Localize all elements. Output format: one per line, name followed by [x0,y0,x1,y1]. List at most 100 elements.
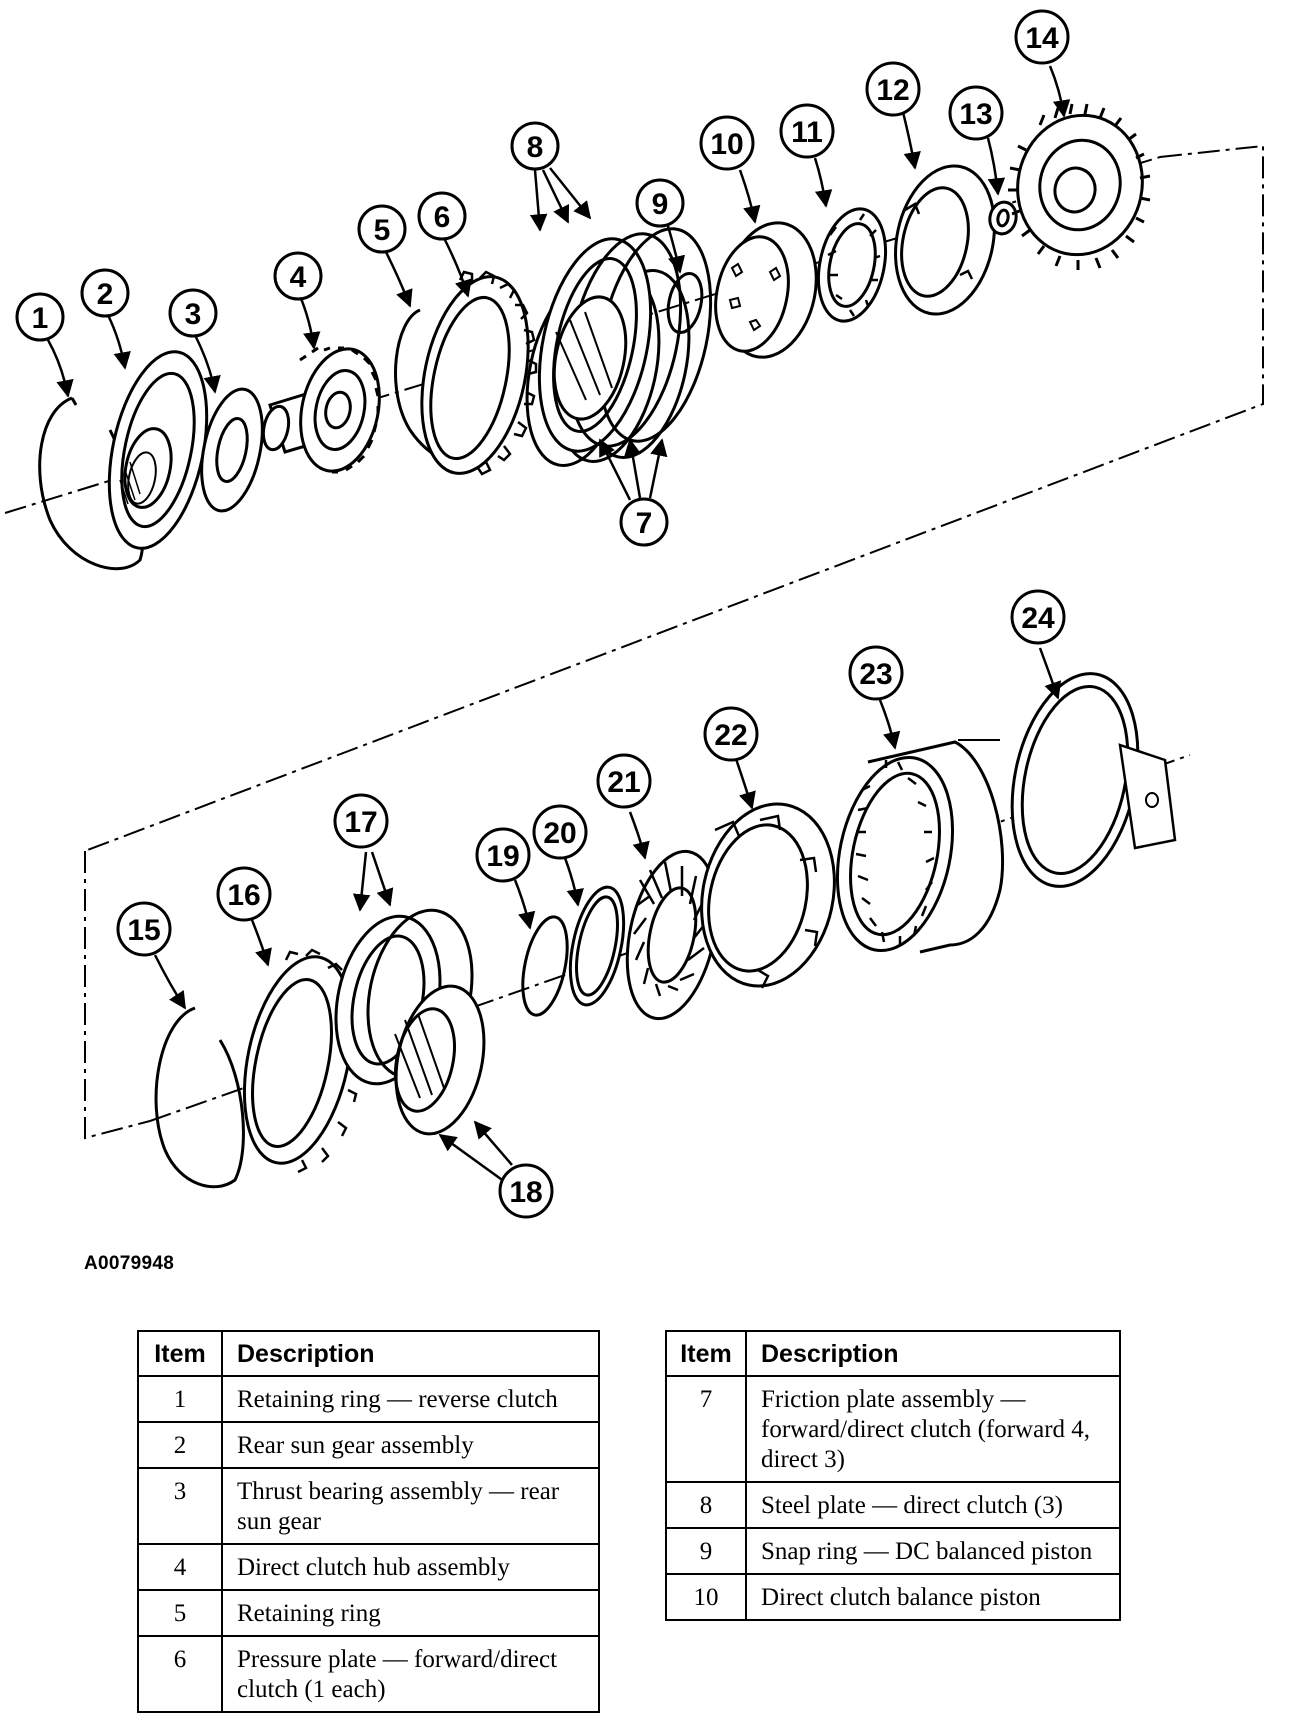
leader-16 [250,919,272,967]
callout-13: 13 [948,85,1004,141]
callout-label-18: 18 [509,1176,542,1209]
callout-12: 12 [865,61,921,117]
part-19-snap-ring [521,915,569,1017]
row-description: Pressure plate — forward/direct clutch (… [221,1635,600,1713]
row-description: Retaining ring [221,1589,600,1637]
part-24-band [1010,672,1177,888]
part-12-piston [894,164,996,316]
leader-7a [598,438,632,501]
leader-15 [153,954,187,1010]
callout-label-19: 19 [486,840,519,873]
part-18-friction-plates [394,984,486,1136]
axis-connector-left [84,851,151,1140]
callout-21: 21 [596,753,652,809]
callout-14: 14 [1014,9,1070,65]
leader-18b [473,1120,513,1166]
header-item: Item [137,1330,223,1377]
callout-label-10: 10 [710,128,743,161]
leader-24 [1038,647,1062,700]
callout-6: 6 [417,191,467,241]
row-description: Thrust bearing assembly — rear sun gear [221,1467,600,1545]
callout-5: 5 [357,204,407,254]
part-23-drum [835,739,1004,954]
callout-label-2: 2 [97,278,114,311]
callout-label-24: 24 [1021,602,1055,635]
axis-connector-right [84,144,1264,852]
callout-label-22: 22 [714,719,747,752]
leader-6 [443,239,472,298]
part-6-pressure-plate [420,270,538,476]
callout-label-16: 16 [227,879,260,912]
callout-label-11: 11 [791,116,823,149]
callout-16: 16 [216,866,272,922]
leader-22 [733,755,756,810]
leader-17a [352,851,371,912]
callout-label-20: 20 [543,817,576,850]
row-description: Snap ring — DC balanced piston [745,1527,1121,1575]
leader-5 [383,249,413,308]
callout-label-7: 7 [636,507,653,540]
leader-20 [563,857,584,907]
callout-17: 17 [333,793,389,849]
row-item: 6 [137,1635,223,1713]
leader-9 [666,225,686,274]
callout-9: 9 [635,178,685,228]
part-13-washer [988,200,1018,236]
callout-label-4: 4 [290,261,307,294]
leader-11 [813,157,833,208]
callout-7: 7 [619,497,669,547]
figure-id: A0079948 [84,1253,175,1274]
lower-parts [154,672,1177,1189]
upper-parts [38,103,1151,571]
callout-label-13: 13 [959,98,992,131]
leader-3 [193,334,221,394]
row-item: 7 [665,1375,747,1483]
row-description: Direct clutch hub assembly [221,1543,600,1591]
row-item: 5 [137,1589,223,1637]
leader-8b [541,169,570,224]
header-item: Item [665,1330,747,1377]
leader-4 [298,295,321,350]
leader-8a [529,169,548,232]
exploded-view-diagram: 1 2 3 4 5 6 7 8 9 10 11 12 13 14 15 16 1… [4,9,1264,1219]
leader-18a [438,1133,506,1184]
callouts: 1 2 3 4 5 6 7 8 9 10 11 12 13 14 15 16 1… [15,9,1070,1219]
leader-14 [1048,65,1071,118]
leader-12 [900,107,921,170]
callout-label-17: 17 [344,806,377,839]
leader-2 [106,314,131,370]
leader-arrows [46,65,1071,1184]
part-15-retaining-ring [154,1006,245,1189]
row-item: 3 [137,1467,223,1545]
row-item: 4 [137,1543,223,1591]
row-description: Retaining ring — reverse clutch [221,1375,600,1423]
callout-label-12: 12 [876,74,909,107]
callout-24: 24 [1010,589,1066,645]
callout-23: 23 [848,645,904,701]
part-8-steel-plates [537,227,713,453]
part-11-bearing [817,207,887,323]
part-16-plate [242,948,362,1174]
callout-20: 20 [532,804,588,860]
row-item: 8 [665,1481,747,1529]
table-header-row: Item Description [665,1330,1121,1377]
leader-17b [370,851,394,907]
callout-label-6: 6 [434,201,451,234]
callout-19: 19 [475,827,531,883]
row-item: 10 [665,1573,747,1621]
callout-label-8: 8 [527,131,544,164]
callout-3: 3 [168,288,218,338]
callout-15: 15 [116,901,172,957]
leader-19 [513,879,536,930]
part-1-ring-end [70,397,78,406]
part-20-ring [568,885,626,1007]
part-3-thrust-bearing [200,387,264,513]
part-4-direct-clutch-hub [261,346,381,474]
row-description: Direct clutch balance piston [745,1573,1121,1621]
row-description: Rear sun gear assembly [221,1421,600,1469]
